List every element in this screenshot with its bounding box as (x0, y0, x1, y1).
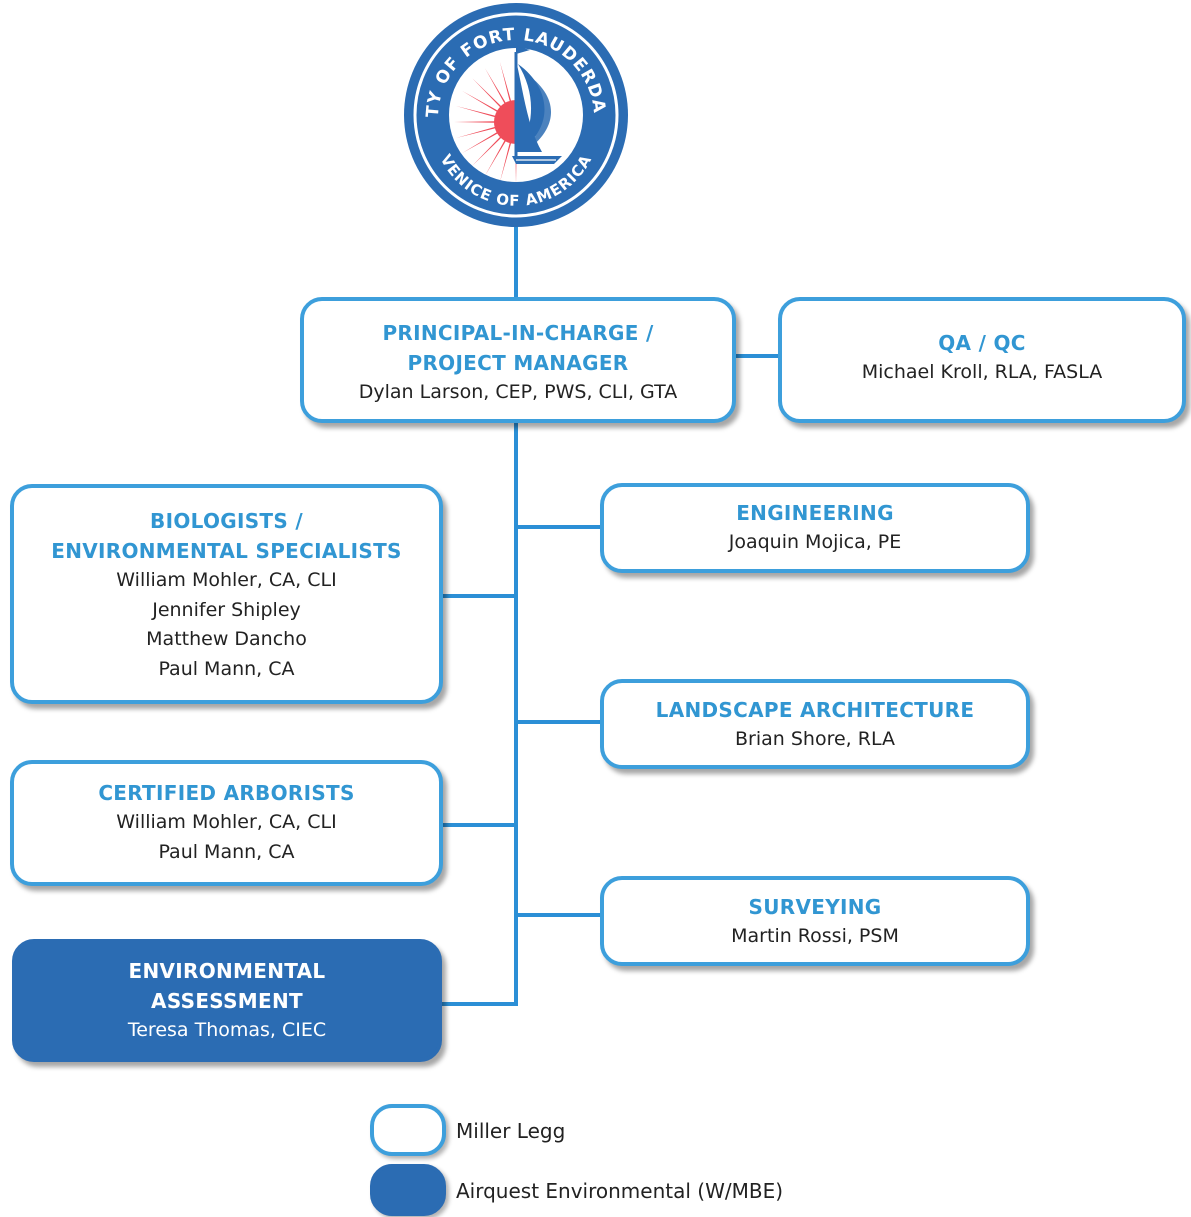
surveying-box: SURVEYING Martin Rossi, PSM (600, 876, 1030, 966)
environmental-assessment-box: ENVIRONMENTAL ASSESSMENT Teresa Thomas, … (12, 939, 442, 1062)
box-name: Dylan Larson, CEP, PWS, CLI, GTA (358, 381, 678, 403)
box-title: SURVEYING (748, 895, 882, 919)
box-name: William Mohler, CA, CLI (116, 569, 337, 591)
box-name: Paul Mann, CA (158, 657, 295, 680)
city-seal-logo: CITY OF FORT LAUDERDALE VENICE OF AMERIC… (404, 0, 628, 227)
box-title: ENGINEERING (736, 501, 894, 525)
legend-label-miller-legg: Miller Legg (456, 1119, 566, 1143)
legend-label-airquest: Airquest Environmental (W/MBE) (456, 1179, 784, 1203)
box-name: Michael Kroll, RLA, FASLA (861, 361, 1103, 383)
legend-swatch-outline (370, 1104, 446, 1156)
box-name: Martin Rossi, PSM (731, 925, 899, 947)
box-title: QA / QC (938, 331, 1026, 355)
sun-rays-icon (454, 60, 517, 184)
box-name: Teresa Thomas, CIEC (127, 1019, 327, 1041)
legend-swatch-filled (370, 1164, 446, 1216)
certified-arborists-box: CERTIFIED ARBORISTS William Mohler, CA, … (10, 760, 443, 886)
sun-ray (462, 128, 505, 153)
sun-ray (472, 131, 507, 166)
box-title: PRINCIPAL-IN-CHARGE / (382, 321, 654, 345)
box-title: LANDSCAPE ARCHITECTURE (655, 698, 975, 722)
biologists-box: BIOLOGISTS / ENVIRONMENTAL SPECIALISTS W… (10, 484, 443, 704)
box-title: ENVIRONMENTAL SPECIALISTS (51, 539, 402, 563)
box-title: PROJECT MANAGER (407, 351, 629, 375)
sun-ray (472, 78, 507, 113)
box-name: Matthew Dancho (146, 628, 307, 650)
sun-ray (456, 105, 503, 120)
sun-ray (454, 121, 503, 123)
sun-ray (462, 91, 505, 116)
box-title: ENVIRONMENTAL (128, 959, 326, 983)
sun-ray (499, 135, 514, 182)
sailboat-icon (512, 46, 562, 164)
landscape-architecture-box: LANDSCAPE ARCHITECTURE Brian Shore, RLA (600, 679, 1030, 769)
box-name: Brian Shore, RLA (735, 728, 895, 750)
box-title: ASSESSMENT (151, 989, 303, 1013)
sun-ray (485, 68, 510, 111)
box-title: BIOLOGISTS / (150, 509, 303, 533)
box-name: Paul Mann, CA (158, 840, 295, 863)
box-name: William Mohler, CA, CLI (116, 811, 337, 833)
box-name: Jennifer Shipley (152, 598, 301, 621)
box-title: CERTIFIED ARBORISTS (98, 781, 355, 805)
sun-ray (499, 62, 514, 109)
sun-ray (456, 124, 503, 139)
engineering-box: ENGINEERING Joaquin Mojica, PE (600, 483, 1030, 573)
sun-core (494, 100, 516, 144)
sun-ray (485, 133, 510, 176)
qa-qc-box: QA / QC Michael Kroll, RLA, FASLA (778, 297, 1186, 423)
principal-in-charge-box: PRINCIPAL-IN-CHARGE / PROJECT MANAGER Dy… (300, 297, 736, 423)
box-name: Joaquin Mojica, PE (728, 531, 902, 553)
